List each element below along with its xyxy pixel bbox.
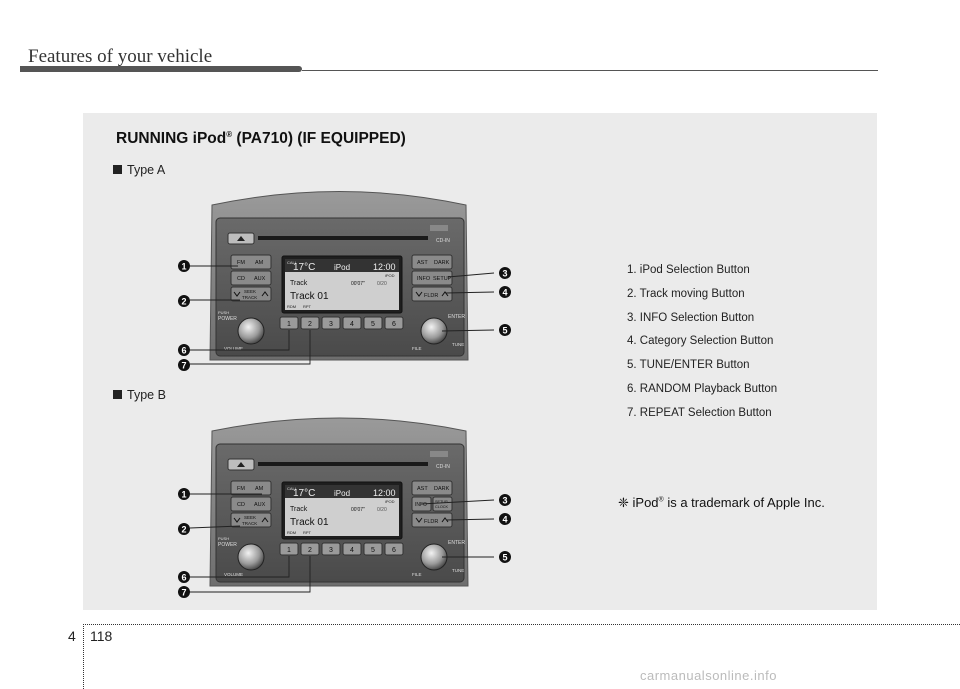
display-source: iPod [334,263,350,272]
display-badge: iPOD [385,499,395,504]
callout-number: 7 [181,588,186,598]
display-clock: 12:00 [373,488,396,498]
display-track-name: Track 01 [290,291,329,302]
volume-knob[interactable] [238,544,264,570]
display-rpt: RPT [303,530,312,535]
page-number: 118 [90,628,112,644]
callout-number: 3 [502,496,507,506]
preset-label: 5 [371,547,375,554]
preset-label: 4 [350,547,354,554]
display-track-label: Track [290,280,308,287]
display-track-label: Track [290,506,308,513]
chapter-number: 4 [68,628,76,644]
callout-number: 5 [502,553,507,563]
display-rpt: RPT [303,304,312,309]
dotted-rule-horizontal [83,624,960,625]
callout-number: 2 [181,297,186,307]
tune-label: TUNE [452,568,464,573]
callout-number: 2 [181,525,186,535]
preset-label: 3 [329,321,333,328]
display-badge: iPOD [385,273,395,278]
preset-label: 5 [371,321,375,328]
watermark: carmanualsonline.info [640,668,777,683]
display-temp: 17°C [293,488,315,499]
callout-number: 6 [181,346,186,356]
cd-label: CD [237,276,245,282]
tune-label: TUNE [452,342,464,347]
display-time: 00'07" [351,507,365,513]
fm-label: FM [237,260,245,266]
track-label: TRACK [242,295,257,300]
callout-number: 3 [502,269,507,279]
dark-label: DARK [434,486,450,492]
callout-number: 1 [181,262,186,272]
radio-type-a: CD-IN FM AM CD AUX SEEK TRACK CALL 17°C … [190,192,494,365]
callout-number: 4 [502,515,507,525]
callout-number: 6 [181,573,186,583]
display-track-name: Track 01 [290,517,329,528]
callout-number: 1 [181,490,186,500]
track-label: TRACK [242,521,257,526]
display-clock: 12:00 [373,262,396,272]
callout-number: 7 [181,361,186,371]
cd-label: CD [237,502,245,508]
file-label: FILE [412,572,422,577]
callout-number: 4 [502,288,507,298]
preset-label: 2 [308,321,312,328]
clock-label: CLOCK [435,505,449,509]
aux-label: AUX [254,502,266,508]
cd-slot [258,462,428,466]
fldr-label: FLDR [424,519,438,525]
callout-number: 5 [502,326,507,336]
radio-type-b: CD-IN FM AM CD AUX SEEK TRACK CALL 17°C … [190,418,494,592]
preset-label: 1 [287,321,291,328]
display-rdm: RDM [287,304,296,309]
display-time: 00'07" [351,281,365,287]
mp3-badge [430,225,448,231]
seek-label: SEEK [244,515,256,520]
enter-label: ENTER [448,314,465,320]
preset-label: 4 [350,321,354,328]
am-label: AM [255,260,264,266]
display-count: 0/20 [377,507,387,513]
display-source: iPod [334,489,350,498]
display-temp: 17°C [293,262,315,273]
preset-label: 6 [392,321,396,328]
ast-label: AST [417,486,428,492]
volume-knob[interactable] [238,318,264,344]
power-label: POWER [218,316,237,322]
fm-label: FM [237,486,245,492]
cd-in-label: CD-IN [436,238,450,244]
cd-in-label: CD-IN [436,464,450,470]
info-label: INFO [415,502,427,508]
mp3-badge [430,451,448,457]
preset-label: 2 [308,547,312,554]
enter-label: ENTER [448,540,465,546]
fldr-label: FLDR [424,293,438,299]
power-label: POWER [218,542,237,548]
am-label: AM [255,486,264,492]
dotted-rule-vertical [83,624,84,689]
display-count: 0/20 [377,281,387,287]
preset-label: 3 [329,547,333,554]
seek-label: SEEK [244,289,256,294]
info-label: INFO [417,276,431,282]
preset-label: 1 [287,547,291,554]
ast-label: AST [417,260,428,266]
file-label: FILE [412,346,422,351]
preset-label: 6 [392,547,396,554]
volume-label: VOLUME [224,572,243,577]
cd-slot [258,236,428,240]
push-label: PUSH [218,310,229,315]
push-label: PUSH [218,536,229,541]
aux-label: AUX [254,276,266,282]
display-rdm: RDM [287,530,296,535]
dark-label: DARK [434,260,450,266]
